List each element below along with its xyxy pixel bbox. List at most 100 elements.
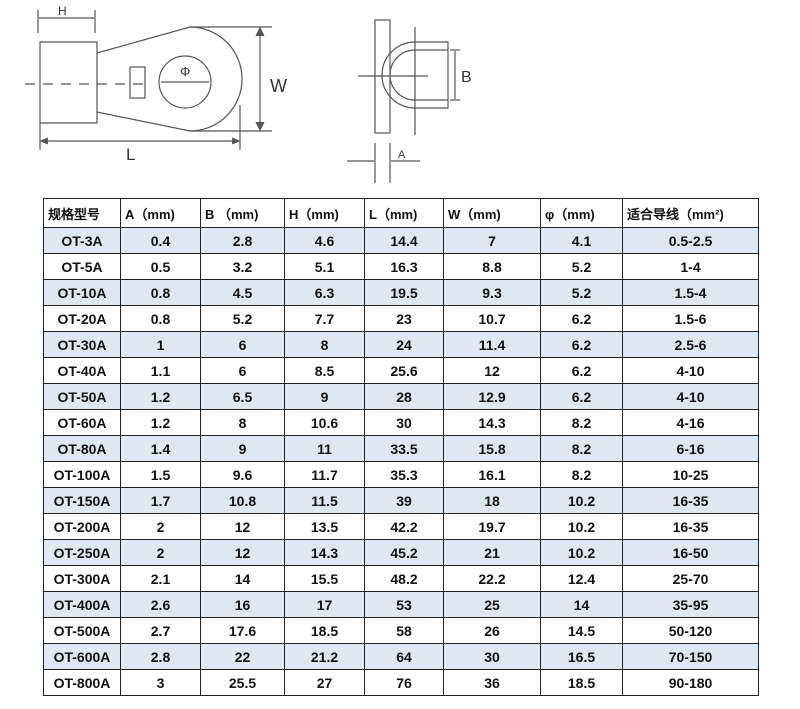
value-cell: 1 [120, 331, 201, 358]
value-cell: 6.5 [200, 383, 285, 410]
value-cell: 6.3 [284, 279, 365, 306]
value-cell: 0.5 [120, 253, 201, 280]
value-cell: 25-70 [622, 565, 759, 592]
value-cell: 14 [200, 565, 285, 592]
value-cell: 19.5 [364, 279, 444, 306]
value-cell: 14.3 [284, 539, 365, 566]
value-cell: 0.4 [120, 227, 201, 254]
value-cell: 1.2 [120, 409, 201, 436]
value-cell: 6.2 [540, 331, 623, 358]
label-h: H [58, 4, 67, 18]
value-cell: 13.5 [284, 513, 365, 540]
value-cell: 2.1 [120, 565, 201, 592]
value-cell: 6.2 [540, 305, 623, 332]
value-cell: 4-16 [622, 409, 759, 436]
value-cell: 18.5 [284, 617, 365, 644]
model-cell: OT-3A [43, 227, 121, 254]
value-cell: 9 [200, 435, 285, 462]
value-cell: 30 [364, 409, 444, 436]
value-cell: 7.7 [284, 305, 365, 332]
value-cell: 10.8 [200, 487, 285, 514]
model-cell: OT-100A [43, 461, 121, 488]
value-cell: 64 [364, 643, 444, 670]
value-cell: 1.5 [120, 461, 201, 488]
value-cell: 4-10 [622, 357, 759, 384]
model-cell: OT-500A [43, 617, 121, 644]
value-cell: 25.5 [200, 669, 285, 696]
top-view [25, 10, 272, 150]
value-cell: 11.7 [284, 461, 365, 488]
value-cell: 14.5 [540, 617, 623, 644]
column-header: H（mm) [284, 198, 365, 228]
value-cell: 1.7 [120, 487, 201, 514]
value-cell: 8.5 [284, 357, 365, 384]
model-cell: OT-600A [43, 643, 121, 670]
value-cell: 4.6 [284, 227, 365, 254]
value-cell: 33.5 [364, 435, 444, 462]
value-cell: 2 [120, 539, 201, 566]
value-cell: 3 [120, 669, 201, 696]
value-cell: 1.5-6 [622, 305, 759, 332]
value-cell: 50-120 [622, 617, 759, 644]
model-cell: OT-5A [43, 253, 121, 280]
value-cell: 21.2 [284, 643, 365, 670]
value-cell: 76 [364, 669, 444, 696]
value-cell: 8 [200, 409, 285, 436]
value-cell: 17 [284, 591, 365, 618]
value-cell: 9.6 [200, 461, 285, 488]
label-phi: Φ [180, 64, 190, 79]
value-cell: 22.2 [443, 565, 541, 592]
value-cell: 23 [364, 305, 444, 332]
value-cell: 4-10 [622, 383, 759, 410]
model-cell: OT-300A [43, 565, 121, 592]
value-cell: 16.3 [364, 253, 444, 280]
model-cell: OT-800A [43, 669, 121, 696]
value-cell: 16.5 [540, 643, 623, 670]
value-cell: 10.7 [443, 305, 541, 332]
value-cell: 5.1 [284, 253, 365, 280]
value-cell: 6-16 [622, 435, 759, 462]
value-cell: 70-150 [622, 643, 759, 670]
value-cell: 12 [443, 357, 541, 384]
value-cell: 12.4 [540, 565, 623, 592]
model-cell: OT-200A [43, 513, 121, 540]
value-cell: 58 [364, 617, 444, 644]
side-view [347, 19, 460, 183]
value-cell: 16 [200, 591, 285, 618]
value-cell: 15.5 [284, 565, 365, 592]
value-cell: 12 [200, 513, 285, 540]
value-cell: 22 [200, 643, 285, 670]
value-cell: 1.4 [120, 435, 201, 462]
model-cell: OT-50A [43, 383, 121, 410]
value-cell: 8.2 [540, 435, 623, 462]
column-header: L（mm) [364, 198, 444, 228]
value-cell: 6 [200, 331, 285, 358]
label-w: W [270, 76, 287, 96]
value-cell: 2.8 [200, 227, 285, 254]
value-cell: 25.6 [364, 357, 444, 384]
value-cell: 10-25 [622, 461, 759, 488]
value-cell: 2.6 [120, 591, 201, 618]
value-cell: 5.2 [540, 279, 623, 306]
value-cell: 35-95 [622, 591, 759, 618]
value-cell: 0.8 [120, 305, 201, 332]
value-cell: 39 [364, 487, 444, 514]
value-cell: 16-35 [622, 513, 759, 540]
value-cell: 3.2 [200, 253, 285, 280]
